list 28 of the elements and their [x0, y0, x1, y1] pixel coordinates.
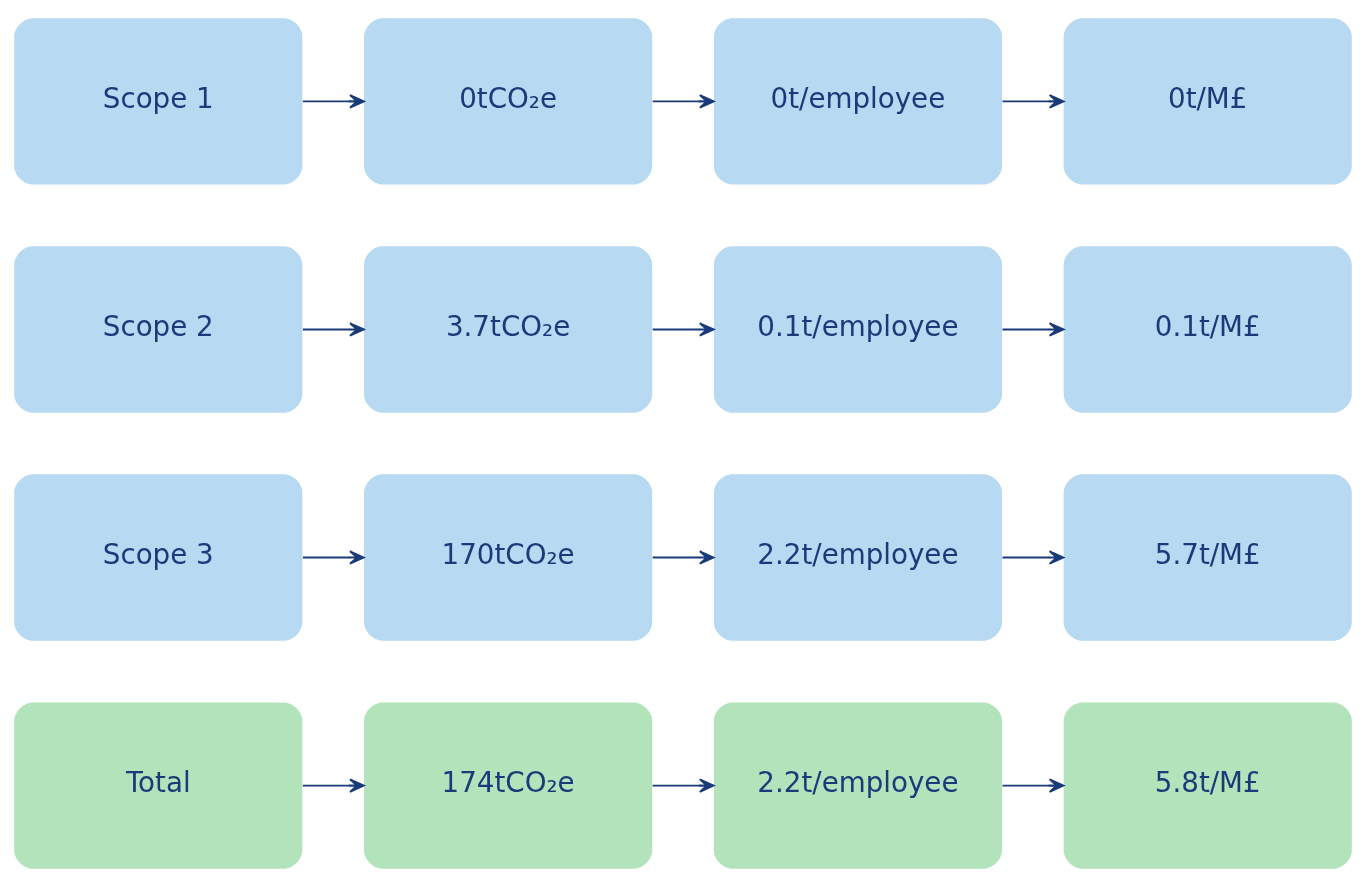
arrow: [651, 93, 715, 109]
node-box: Scope 1: [14, 17, 303, 185]
arrow: [301, 549, 365, 565]
node-box: 2.2t/employee: [713, 701, 1002, 869]
arrow: [651, 777, 715, 793]
node-box: 5.8t/M£: [1063, 701, 1352, 869]
node-box: 3.7tCO₂e: [364, 245, 653, 413]
arrow: [301, 321, 365, 337]
arrow: [301, 93, 365, 109]
node-box: 0.1t/M£: [1063, 245, 1352, 413]
node-box: 170tCO₂e: [364, 473, 653, 641]
arrow: [651, 321, 715, 337]
arrow: [301, 777, 365, 793]
node-box: 5.7t/M£: [1063, 473, 1352, 641]
node-box: 0t/M£: [1063, 17, 1352, 185]
node-box: 0tCO₂e: [364, 17, 653, 185]
arrow: [1001, 777, 1065, 793]
arrow: [1001, 321, 1065, 337]
node-box: 0.1t/employee: [713, 245, 1002, 413]
arrow: [651, 549, 715, 565]
arrow: [1001, 93, 1065, 109]
node-box: Scope 3: [14, 473, 303, 641]
node-box: 174tCO₂e: [364, 701, 653, 869]
node-box: Scope 2: [14, 245, 303, 413]
node-box: 2.2t/employee: [713, 473, 1002, 641]
node-box: 0t/employee: [713, 17, 1002, 185]
arrow: [1001, 549, 1065, 565]
node-box: Total: [14, 701, 303, 869]
